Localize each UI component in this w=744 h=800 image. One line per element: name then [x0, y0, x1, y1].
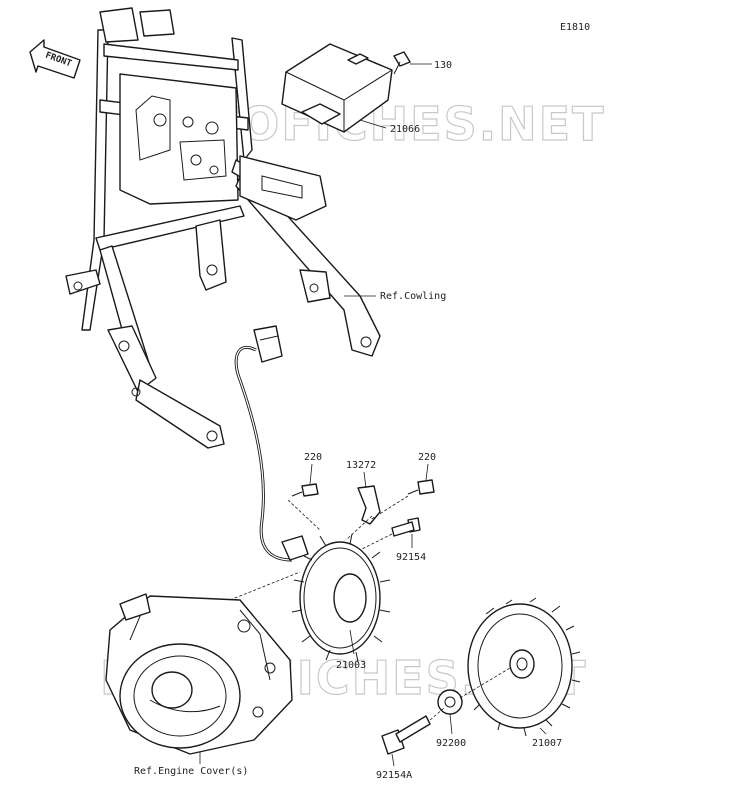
callout-92154a: 92154A — [376, 770, 412, 781]
callout-92200: 92200 — [436, 738, 466, 749]
callout-21007: 21007 — [532, 738, 562, 749]
rotor-21007 — [467, 597, 581, 737]
callout-ref-cowling: Ref.Cowling — [380, 291, 446, 302]
callout-13272: 13272 — [346, 460, 376, 471]
subframe-illustration — [65, 7, 381, 449]
bolt-220-left — [291, 483, 319, 497]
callout-92154: 92154 — [396, 552, 426, 563]
bolt-92154a — [381, 715, 431, 755]
callout-130: 130 — [434, 60, 452, 71]
callout-220-left: 220 — [304, 452, 322, 463]
engine-cover — [105, 571, 301, 755]
bolt-130 — [393, 51, 411, 75]
front-arrow-icon: FRONT — [29, 39, 81, 79]
washer-92200 — [437, 689, 463, 715]
bolt-92154 — [391, 517, 421, 537]
stator-wire — [234, 325, 293, 562]
diagram-code: E1810 — [560, 22, 590, 33]
callout-21066: 21066 — [390, 124, 420, 135]
callout-220-right: 220 — [418, 452, 436, 463]
callout-21003: 21003 — [336, 660, 366, 671]
bolt-220-right — [407, 479, 435, 495]
callout-ref-engine-cover: Ref.Engine Cover(s) — [134, 766, 248, 777]
stator-21003 — [281, 533, 391, 663]
clamp-13272 — [357, 485, 381, 525]
ecu-unit — [281, 43, 393, 133]
